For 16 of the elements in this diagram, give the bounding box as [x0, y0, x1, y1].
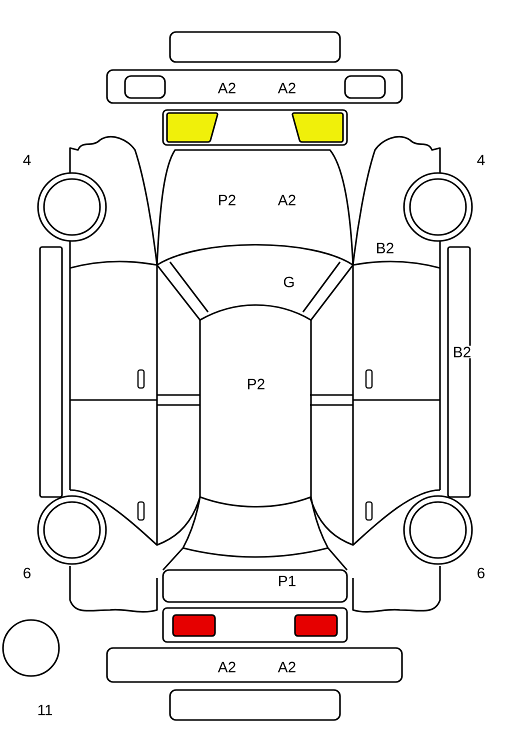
damage-code: B2: [374, 242, 396, 254]
damage-code: 4: [22, 154, 32, 166]
damage-code: 4: [476, 154, 486, 166]
damage-code: 11: [36, 704, 54, 716]
damage-code: A2: [276, 82, 298, 94]
damage-code: A2: [276, 194, 298, 206]
damage-code: 6: [22, 566, 32, 580]
damage-code: 6: [476, 566, 486, 580]
damage-code: P2: [246, 378, 266, 390]
damage-code: G: [282, 276, 296, 288]
damage-code: B2: [452, 346, 472, 358]
damage-code: A2: [276, 660, 298, 674]
damage-code: P2: [216, 194, 238, 206]
damage-code: A2: [216, 82, 238, 94]
damage-code: P1: [276, 574, 298, 588]
damage-code: A2: [216, 660, 238, 674]
